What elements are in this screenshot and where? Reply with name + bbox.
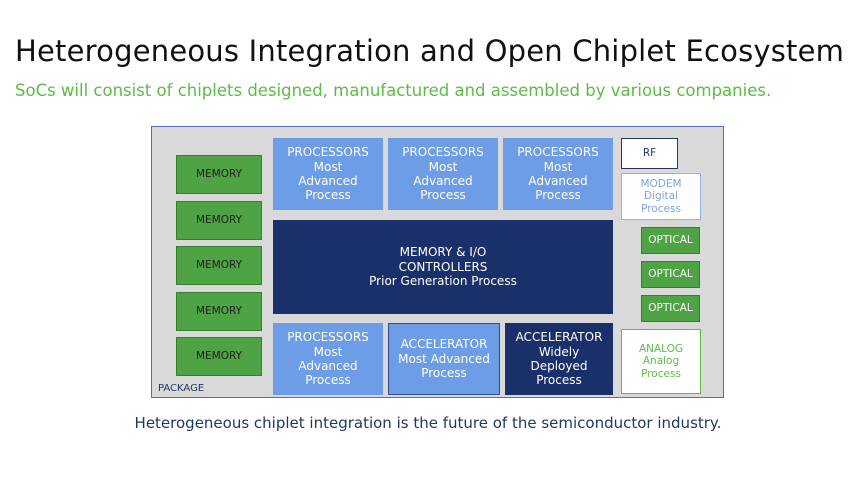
block-line: Process [421, 366, 467, 381]
block-line: PROCESSORS [517, 145, 599, 160]
memory-io-controllers-block: MEMORY & I/O CONTROLLERS Prior Generatio… [273, 220, 613, 314]
optical-label: OPTICAL [648, 302, 693, 315]
block-line: Deployed [530, 359, 588, 373]
block-line: Process [420, 188, 466, 203]
optical-label: OPTICAL [648, 268, 693, 281]
block-line: CONTROLLERS [398, 259, 488, 274]
block-line: Prior Generation Process [369, 274, 517, 289]
footer-caption: Heterogeneous chiplet integration is the… [134, 414, 722, 432]
block-line: PROCESSORS [287, 330, 369, 345]
processor-block-top-2: PROCESSORS Most Advanced Process [388, 138, 498, 210]
block-line: Process [305, 188, 351, 203]
block-line: Process [641, 367, 681, 380]
processor-block-bottom: PROCESSORS Most Advanced Process [273, 323, 383, 395]
memory-label: MEMORY [195, 305, 243, 318]
block-line: Advanced [528, 174, 588, 188]
block-line: Most Advanced [398, 351, 490, 366]
memory-block-4: MEMORY [176, 292, 262, 331]
analog-block: ANALOG Analog Process [621, 329, 701, 394]
memory-block-2: MEMORY [176, 201, 262, 240]
memory-label: MEMORY [195, 214, 243, 227]
block-line: Advanced [298, 174, 358, 188]
modem-block: MODEM Digital Process [621, 173, 701, 220]
memory-label: MEMORY [195, 350, 243, 363]
block-line: Most [313, 159, 343, 174]
memory-block-3: MEMORY [176, 246, 262, 285]
block-line: ACCELERATOR [400, 337, 488, 352]
accelerator-block-1: ACCELERATOR Most Advanced Process [388, 323, 500, 395]
block-line: PROCESSORS [402, 145, 484, 160]
block-line: Widely [538, 344, 580, 359]
block-line: Process [305, 373, 351, 388]
block-line: Advanced [298, 359, 358, 373]
optical-block-2: OPTICAL [641, 261, 700, 288]
optical-block-3: OPTICAL [641, 295, 700, 322]
block-line: Most [313, 344, 343, 359]
block-line: Advanced [413, 174, 473, 188]
block-line: Digital [643, 190, 679, 203]
memory-block-5: MEMORY [176, 337, 262, 376]
block-line: Most [428, 159, 458, 174]
page-title: Heterogeneous Integration and Open Chipl… [15, 34, 845, 68]
optical-label: OPTICAL [648, 234, 693, 247]
page-subtitle: SoCs will consist of chiplets designed, … [15, 81, 772, 100]
memory-block-1: MEMORY [176, 155, 262, 194]
block-line: MODEM [640, 177, 682, 190]
block-line: Process [535, 188, 581, 203]
optical-block-1: OPTICAL [641, 227, 700, 254]
package-label: PACKAGE [158, 383, 205, 394]
block-line: ACCELERATOR [515, 330, 603, 345]
memory-label: MEMORY [195, 259, 243, 272]
processor-block-top-3: PROCESSORS Most Advanced Process [503, 138, 613, 210]
block-line: Process [536, 373, 582, 388]
block-line: Most [543, 159, 573, 174]
block-line: ANALOG [638, 342, 684, 355]
block-line: MEMORY & I/O [399, 245, 487, 260]
rf-label: RF [642, 147, 657, 160]
accelerator-block-2: ACCELERATOR Widely Deployed Process [505, 323, 613, 395]
processor-block-top-1: PROCESSORS Most Advanced Process [273, 138, 383, 210]
rf-block: RF [621, 138, 678, 169]
block-line: PROCESSORS [287, 145, 369, 160]
block-line: Analog [642, 355, 680, 368]
block-line: Process [641, 202, 681, 215]
memory-label: MEMORY [195, 168, 243, 181]
